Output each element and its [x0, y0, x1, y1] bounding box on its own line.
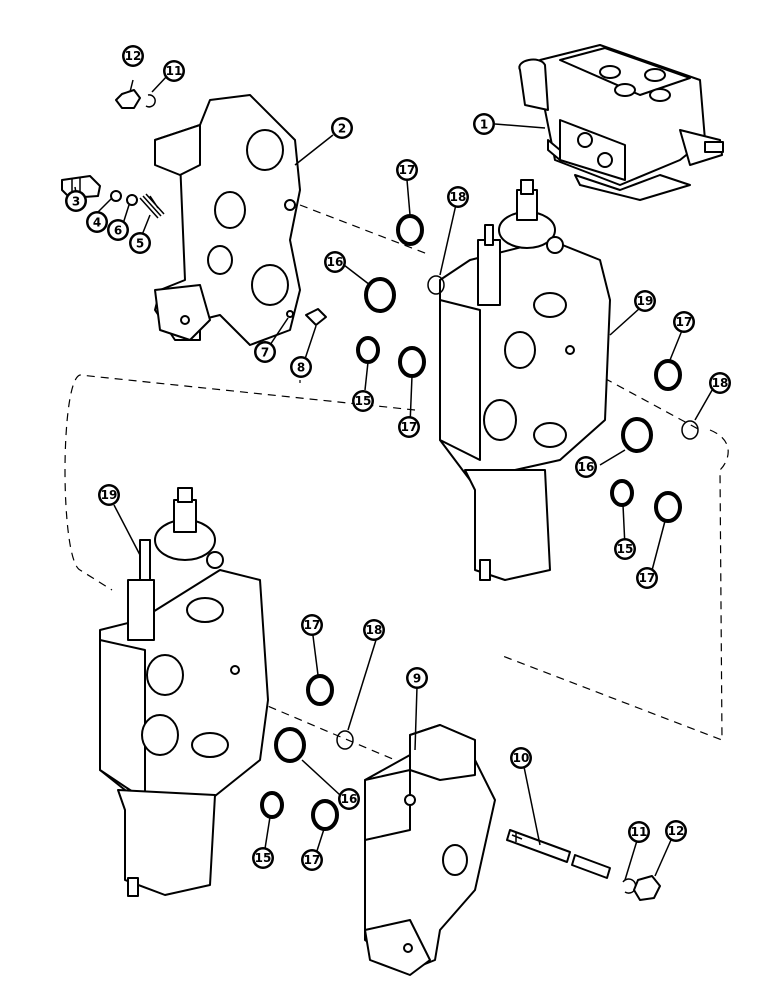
svg-text:11: 11: [631, 825, 648, 839]
parts-11-12-hardware: [115, 89, 661, 901]
svg-text:16: 16: [341, 792, 358, 806]
callout-6: 6: [107, 219, 129, 241]
callout-19-right: 19: [634, 290, 656, 312]
callout-18-a: 18: [447, 186, 469, 208]
callout-10: 10: [510, 747, 532, 769]
svg-text:4: 4: [93, 216, 101, 230]
svg-text:8: 8: [297, 361, 305, 375]
callout-16-right: 16: [575, 456, 597, 478]
part-19-lower-valve-section: [99, 487, 269, 897]
svg-text:18: 18: [366, 623, 383, 637]
callout-3: 3: [65, 190, 87, 212]
svg-text:7: 7: [261, 346, 269, 360]
svg-text:17: 17: [399, 163, 416, 177]
svg-text:17: 17: [639, 571, 656, 585]
callout-1: 1: [473, 113, 495, 135]
svg-text:5: 5: [136, 237, 144, 251]
callout-17-a: 17: [396, 159, 418, 181]
callout-11-top: 11: [163, 60, 185, 82]
svg-text:12: 12: [668, 824, 685, 838]
svg-text:1: 1: [480, 118, 488, 132]
svg-text:17: 17: [676, 315, 693, 329]
callout-19-left: 19: [98, 484, 120, 506]
svg-text:11: 11: [166, 64, 183, 78]
callout-9: 9: [406, 667, 428, 689]
svg-text:2: 2: [338, 122, 346, 136]
svg-text:15: 15: [617, 542, 634, 556]
svg-text:16: 16: [327, 255, 344, 269]
svg-text:18: 18: [712, 376, 729, 390]
svg-text:15: 15: [355, 394, 372, 408]
callout-15-lower: 15: [252, 847, 274, 869]
callout-4: 4: [86, 211, 108, 233]
callout-8: 8: [290, 356, 312, 378]
callout-11-bottom: 11: [628, 821, 650, 843]
svg-text:18: 18: [450, 190, 467, 204]
svg-text:17: 17: [401, 420, 418, 434]
svg-text:10: 10: [513, 751, 530, 765]
svg-text:9: 9: [413, 672, 421, 686]
callout-2: 2: [331, 117, 353, 139]
callout-16-upper: 16: [324, 251, 346, 273]
callout-12-bottom: 12: [665, 820, 687, 842]
callout-17-d: 17: [636, 567, 658, 589]
callout-18-c: 18: [363, 619, 385, 641]
callout-7: 7: [254, 341, 276, 363]
part-10-tie-rod: [506, 829, 611, 879]
svg-text:16: 16: [578, 460, 595, 474]
svg-text:19: 19: [101, 488, 118, 502]
callout-16-lower: 16: [338, 788, 360, 810]
part-2-end-plate: [154, 94, 301, 346]
callout-17-f: 17: [301, 849, 323, 871]
callout-5: 5: [129, 232, 151, 254]
svg-text:3: 3: [72, 195, 80, 209]
callout-17-c: 17: [673, 311, 695, 333]
part-9-end-cover: [364, 724, 496, 976]
callout-17-b: 17: [398, 416, 420, 438]
svg-text:17: 17: [304, 618, 321, 632]
svg-text:6: 6: [114, 224, 122, 238]
callout-15-right: 15: [614, 538, 636, 560]
svg-text:17: 17: [304, 853, 321, 867]
svg-text:12: 12: [125, 49, 142, 63]
part-1-valve-assembly: [518, 44, 724, 201]
part-19-upper-valve-section: [439, 179, 611, 581]
svg-text:15: 15: [255, 851, 272, 865]
callout-17-e: 17: [301, 614, 323, 636]
svg-text:19: 19: [637, 294, 654, 308]
seal-rings: [260, 214, 699, 831]
leader-lines: [74, 74, 716, 881]
callout-15-upper: 15: [352, 390, 374, 412]
callout-18-b: 18: [709, 372, 731, 394]
callout-12-top: 12: [122, 45, 144, 67]
